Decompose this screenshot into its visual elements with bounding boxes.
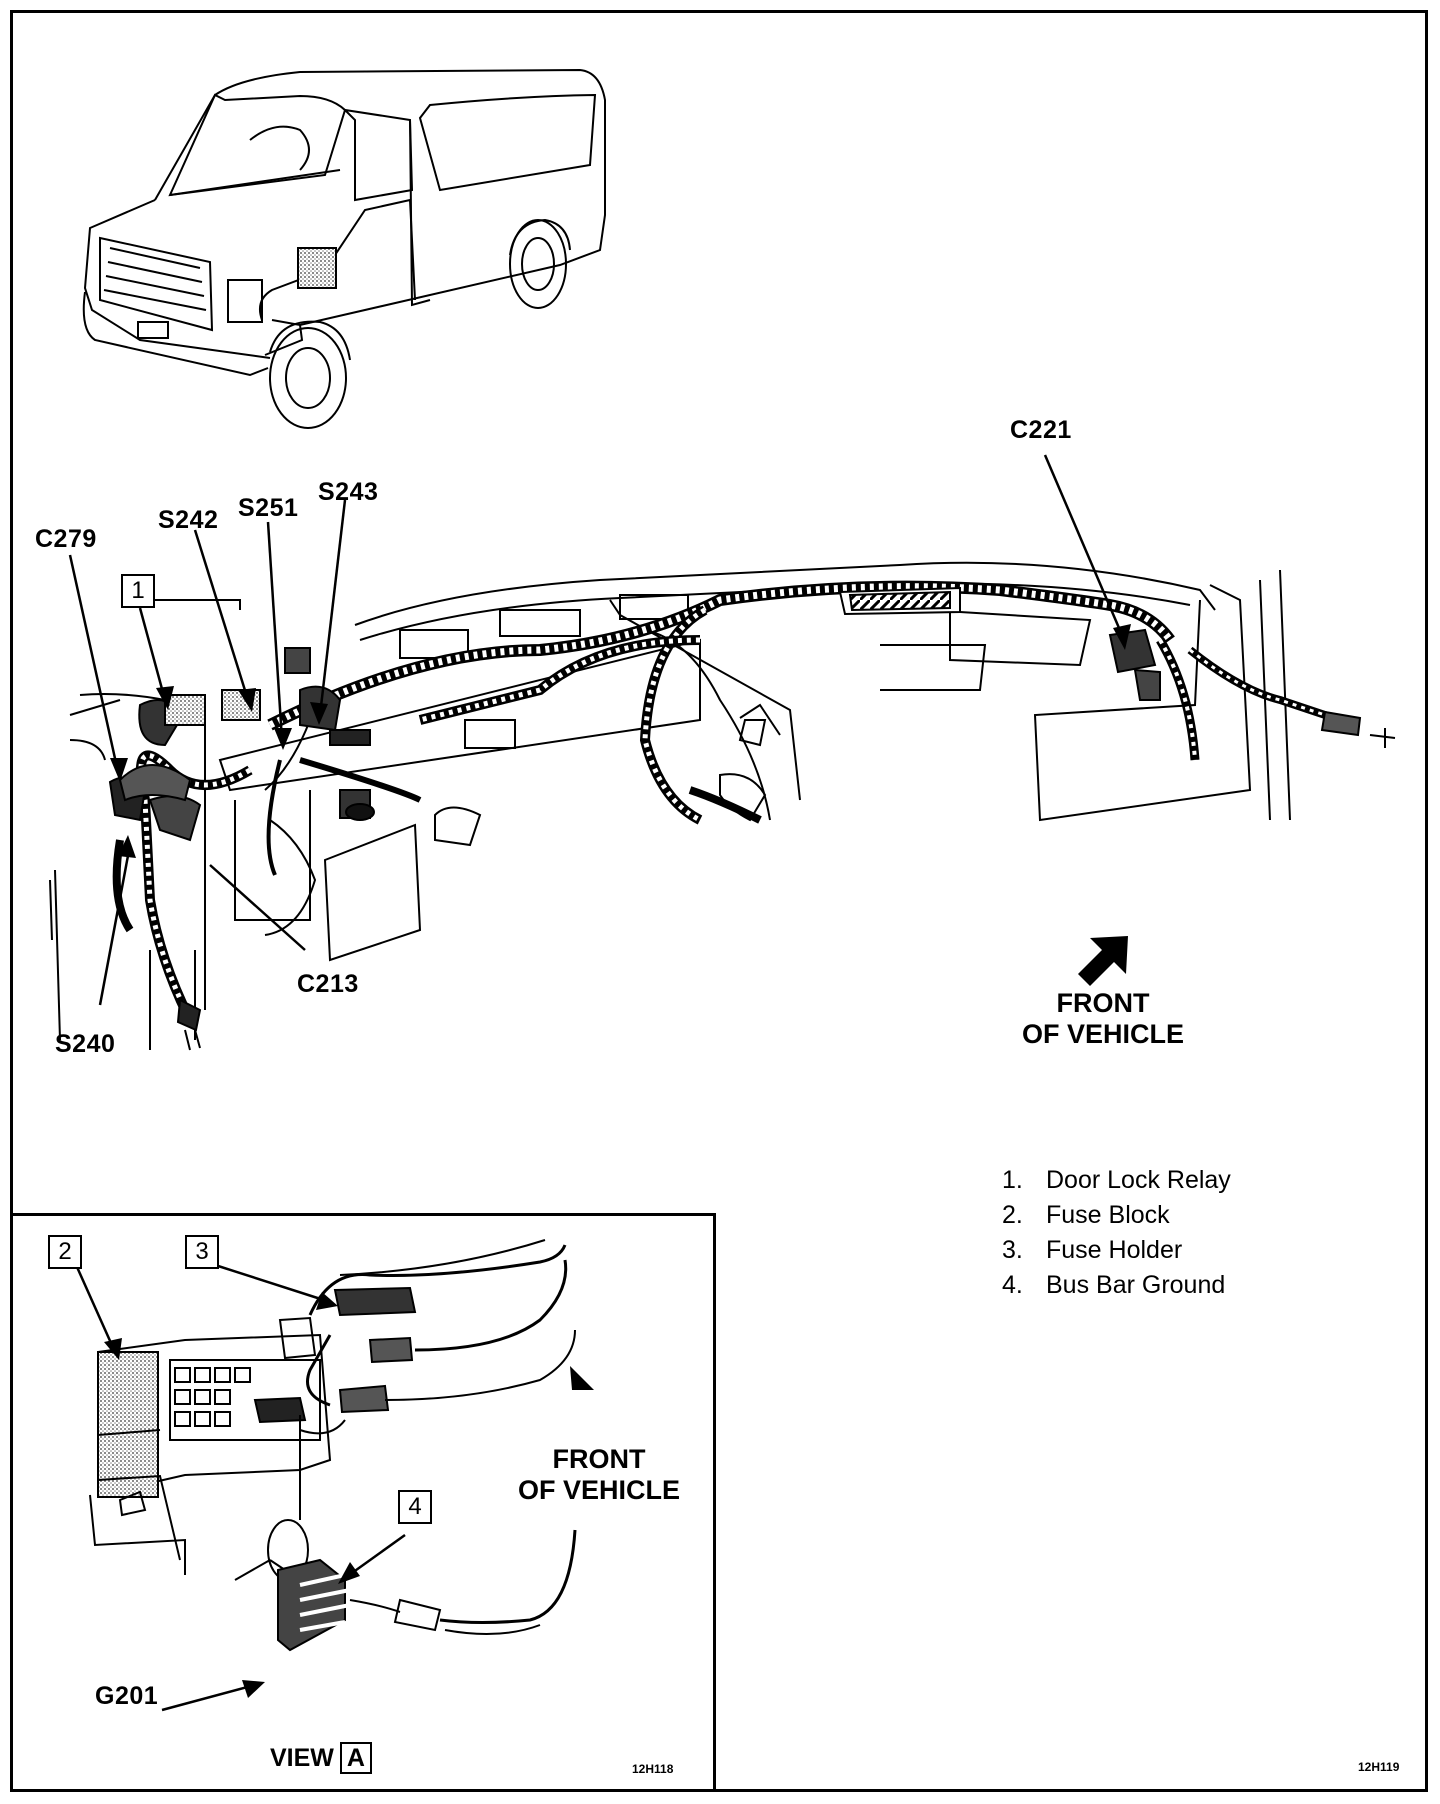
label-s243: S243: [318, 478, 379, 506]
front-inset-line1: FRONT: [552, 1444, 646, 1474]
label-c213: C213: [297, 970, 359, 998]
label-g201: G201: [95, 1682, 159, 1710]
legend-item: 4. Bus Bar Ground: [1002, 1268, 1231, 1303]
leader-lines: [68, 454, 1127, 1006]
legend-label: Door Lock Relay: [1046, 1166, 1231, 1194]
legend-item: 1. Door Lock Relay: [1002, 1163, 1231, 1198]
legend-item: 3. Fuse Holder: [1002, 1233, 1231, 1268]
front-main-line2: OF VEHICLE: [1022, 1019, 1185, 1049]
number-box-3: 3: [185, 1235, 219, 1269]
inset-drawing: [89, 1239, 577, 1652]
label-c279: C279: [35, 525, 97, 553]
figure-code-main: 12H119: [1358, 1760, 1400, 1774]
number-box-1: 1: [121, 574, 155, 608]
legend-number: 2.: [1002, 1201, 1023, 1229]
legend-label: Fuse Holder: [1046, 1236, 1183, 1264]
legend-label: Fuse Block: [1046, 1201, 1170, 1229]
legend-list: 1. Door Lock Relay 2. Fuse Block 3. Fuse Ho…: [1002, 1163, 1231, 1303]
front-main-line1: FRONT: [1056, 988, 1150, 1018]
label-s251: S251: [238, 494, 299, 522]
figure-frame: [10, 10, 1428, 1792]
front-inset-line2: OF VEHICLE: [518, 1475, 681, 1505]
label-c221: C221: [1010, 416, 1072, 444]
arrow-heads: [110, 624, 1131, 858]
front-of-vehicle-main: FRONT OF VEHICLE: [1022, 988, 1184, 1050]
front-of-vehicle-inset: FRONT OF VEHICLE: [518, 1444, 680, 1506]
legend-label: Bus Bar Ground: [1046, 1271, 1226, 1299]
front-arrow-inset: [570, 1354, 602, 1390]
figure-code-inset: 12H118: [632, 1762, 674, 1776]
label-s242: S242: [158, 506, 219, 534]
connectors: [108, 586, 1396, 1051]
number-box-4: 4: [398, 1490, 432, 1524]
main-harness: [112, 580, 1342, 1023]
front-arrow-main: [1078, 936, 1128, 986]
view-letter-box: A: [339, 1742, 372, 1774]
view-label: VIEW: [270, 1744, 334, 1772]
view-a-inset: [10, 1213, 716, 1792]
legend-number: 4.: [1002, 1271, 1023, 1299]
legend-number: 3.: [1002, 1236, 1023, 1264]
label-s240: S240: [55, 1030, 116, 1058]
inset-arrow-heads: [104, 1292, 360, 1698]
legend-number: 1.: [1002, 1166, 1023, 1194]
van-drawing: [82, 68, 606, 429]
number-box-2: 2: [48, 1235, 82, 1269]
legend-item: 2. Fuse Block: [1002, 1198, 1231, 1233]
